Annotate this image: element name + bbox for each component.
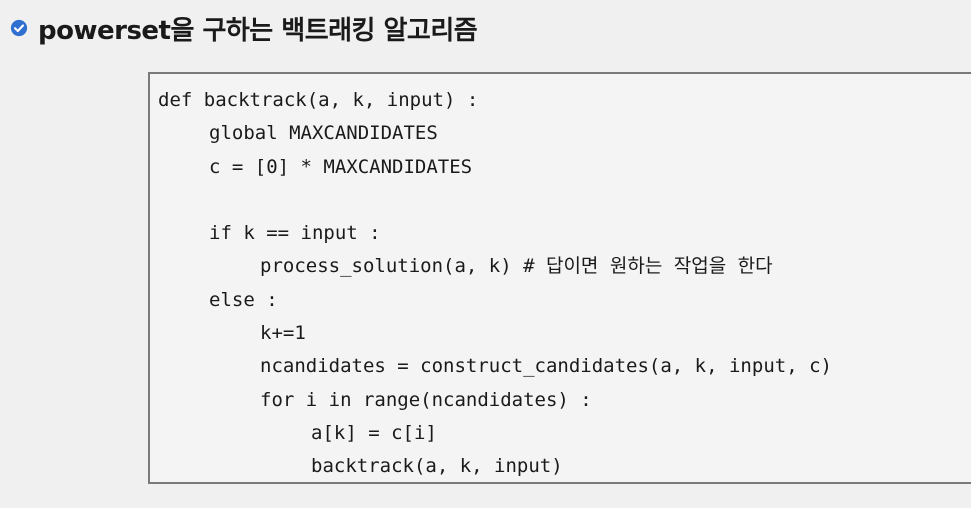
code-line: global MAXCANDIDATES (209, 122, 438, 145)
code-line: for i in range(ncandidates) : (260, 388, 592, 411)
code-line: ncandidates = construct_candidates(a, k,… (260, 355, 832, 378)
code-line: else : (209, 288, 278, 311)
slide-title: powerset을 구하는 백트래킹 알고리즘 (38, 15, 478, 46)
code-line: def backtrack(a, k, input) : (158, 89, 479, 111)
code-line: a[k] = c[i] (311, 421, 437, 444)
code-line: backtrack(a, k, input) (311, 455, 563, 478)
check-circle-icon (10, 19, 28, 37)
code-block: def backtrack(a, k, input) : global MAXC… (148, 72, 971, 484)
code-line: c = [0] * MAXCANDIDATES (209, 155, 473, 178)
code-line: if k == input : (209, 222, 381, 245)
code-line: process_solution(a, k) # 답이면 원하는 작업을 한다 (260, 255, 773, 278)
code-line-blank (158, 184, 971, 217)
code-line: k+=1 (260, 322, 306, 345)
slide-header: powerset을 구하는 백트래킹 알고리즘 (10, 8, 478, 48)
